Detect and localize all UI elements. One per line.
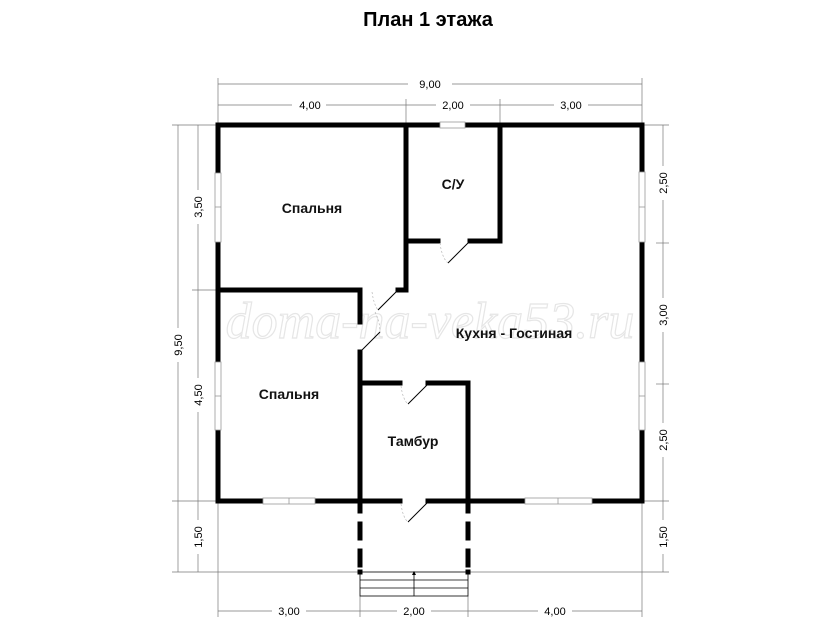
dim-right-3: 2,50: [658, 429, 670, 450]
dim-right-4: 1,50: [658, 526, 670, 547]
dim-left-total: 9,50: [173, 334, 185, 355]
dim-left-3: 1,50: [193, 526, 205, 547]
room-vestibule: Тамбур: [388, 433, 439, 449]
dim-top-3: 3,00: [560, 100, 581, 112]
dim-left-2: 4,50: [193, 384, 205, 405]
dim-bottom-1: 3,00: [278, 606, 299, 618]
dim-right-2: 3,00: [658, 304, 670, 325]
watermark: doma-na-veka53.ru: [226, 293, 635, 350]
dim-bottom-3: 4,00: [544, 606, 565, 618]
walls: [215, 122, 645, 575]
dim-left-1: 3,50: [193, 196, 205, 217]
doors: [360, 242, 469, 523]
dim-right-1: 2,50: [658, 172, 670, 193]
dimension-lines: [172, 78, 669, 617]
dim-top-2: 2,00: [442, 100, 463, 112]
dim-top-1: 4,00: [299, 100, 320, 112]
dim-top-total: 9,00: [419, 79, 440, 91]
dim-bottom-2: 2,00: [403, 606, 424, 618]
windows: [214, 121, 646, 505]
room-bedroom-top: Спальня: [282, 200, 342, 216]
porch-steps: [359, 571, 469, 597]
room-kitchen-living: Кухня - Гостиная: [456, 325, 573, 341]
room-bedroom-bottom: Спальня: [259, 386, 319, 402]
room-bathroom: С/У: [442, 176, 465, 192]
plan-title: План 1 этажа: [363, 9, 494, 31]
